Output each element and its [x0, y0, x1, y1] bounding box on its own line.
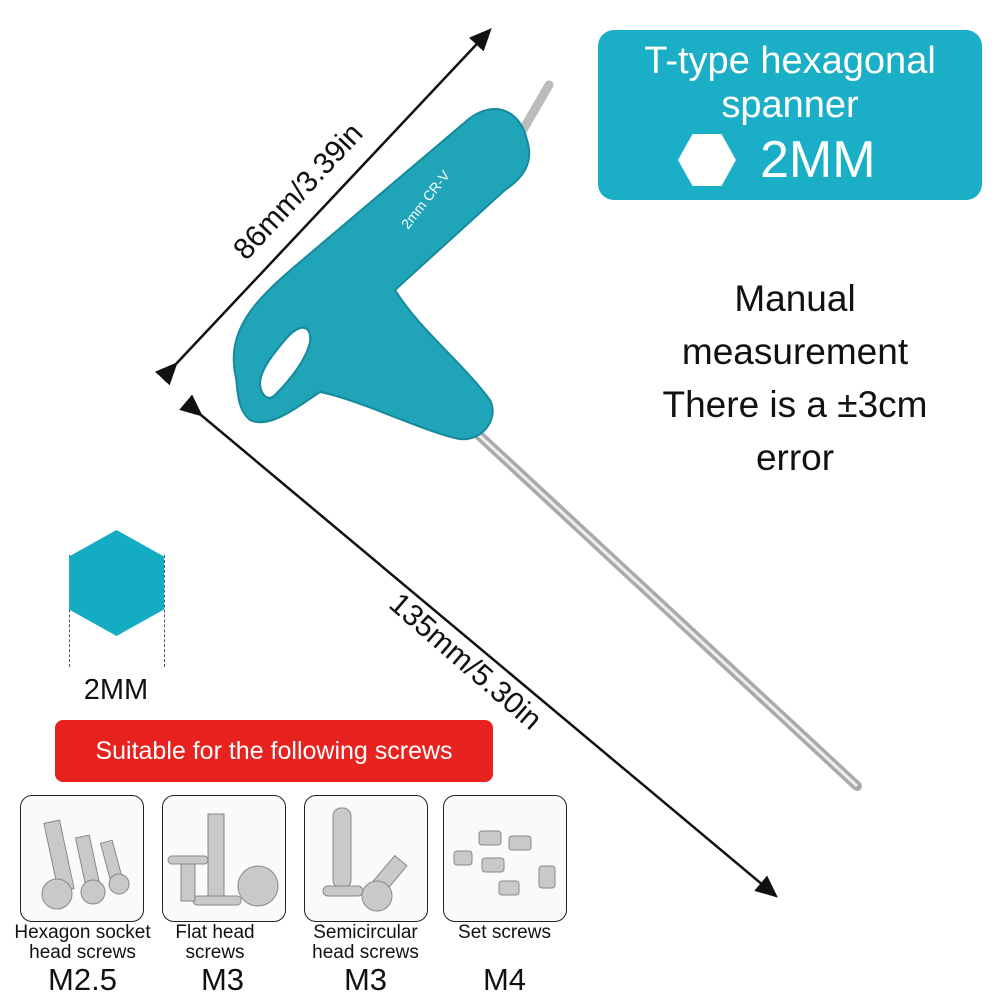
- screw-image-semicircular: [304, 795, 428, 922]
- suitable-screws-banner: Suitable for the following screws: [55, 720, 493, 782]
- title-line-1: T-type hexagonal: [644, 40, 936, 82]
- handle-slot: [259, 326, 312, 399]
- note-line: measurement: [681, 331, 909, 372]
- screw-image-hex-socket: [20, 795, 144, 922]
- screw-image-set-screws: [443, 795, 567, 922]
- title-line-2: spanner: [721, 84, 859, 126]
- screw-size: M3: [343, 962, 388, 997]
- screw-size: M2.5: [48, 962, 117, 997]
- note-line: There is a ±3cm: [662, 384, 928, 425]
- hex-size-label: 2MM: [83, 674, 149, 706]
- screw-size: M3: [200, 962, 245, 997]
- note-line: error: [755, 437, 835, 478]
- dashed-guide-right: [164, 555, 165, 667]
- screw-image-flat-head: [162, 795, 286, 922]
- title-size: 2MM: [760, 131, 876, 189]
- screw-name: Semicircular head screws: [312, 922, 419, 963]
- shaft-dimension-arrow: [179, 394, 778, 898]
- measurement-note: Manual measurement There is a ±3cm error: [610, 272, 980, 484]
- hexagon-icon: [678, 134, 736, 186]
- title-box: T-type hexagonal spanner 2MM: [598, 30, 982, 200]
- screw-size: M4: [482, 962, 527, 997]
- short-shaft: [515, 80, 554, 140]
- screw-name: Set screws: [458, 922, 551, 943]
- teal-handle: [232, 108, 531, 441]
- hexagon-icon: [69, 530, 164, 636]
- screw-name: Hexagon socket head screws: [14, 922, 151, 963]
- handle-dimension-arrow: [155, 28, 492, 386]
- screw-name: Flat head screws: [175, 922, 255, 963]
- note-line: Manual: [734, 278, 856, 319]
- dashed-guide-left: [69, 555, 70, 667]
